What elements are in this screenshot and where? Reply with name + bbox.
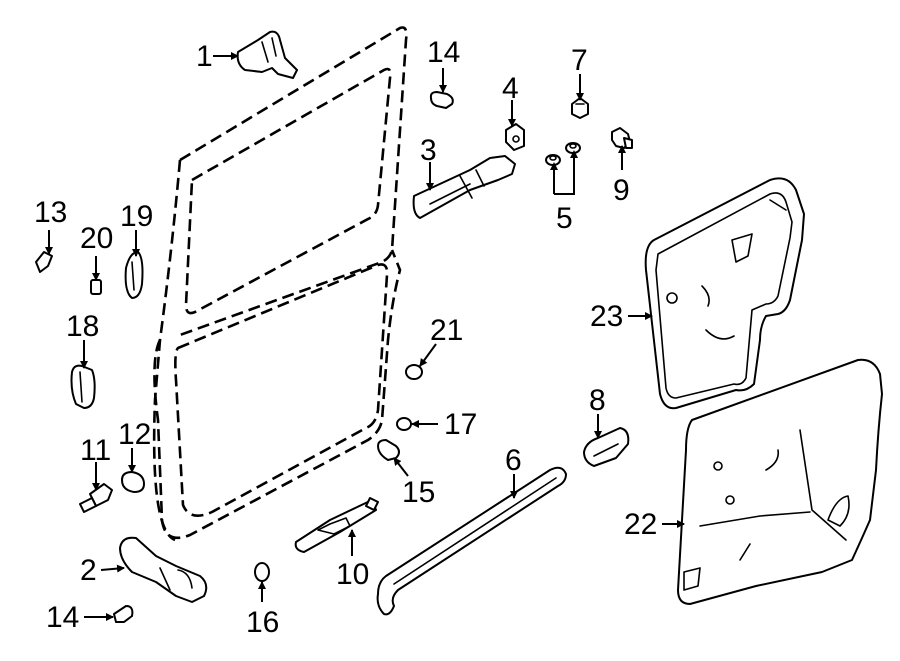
- callout-14-top: 14: [427, 36, 460, 69]
- callout-16: 16: [246, 606, 279, 639]
- callout-3: 3: [420, 134, 437, 167]
- part-13-clip: [35, 251, 53, 273]
- callout-10: 10: [336, 558, 369, 591]
- callout-18: 18: [66, 310, 99, 343]
- callout-5: 5: [556, 202, 573, 235]
- part-10-lower-bracket: [294, 497, 379, 553]
- callout-7: 7: [571, 44, 588, 77]
- part-11-bolt: [79, 483, 113, 513]
- callout-leaders: [45, 52, 685, 621]
- part-22-trim-panel: [677, 358, 883, 605]
- part-6-guide-rail: [376, 466, 567, 616]
- part-14-bumper-bottom: [113, 605, 134, 623]
- callout-9: 9: [613, 174, 630, 207]
- part-21-plug: [405, 364, 423, 380]
- callout-12: 12: [118, 418, 151, 451]
- part-2-lower-roller-arm: [119, 536, 208, 603]
- part-14-bumper-top: [429, 91, 454, 109]
- part-17-plug: [396, 417, 412, 431]
- callout-22: 22: [624, 508, 657, 541]
- part-23-trim-panel: [644, 177, 805, 410]
- part-8-cover: [583, 427, 630, 467]
- callout-17: 17: [444, 408, 477, 441]
- callout-20: 20: [80, 222, 113, 255]
- part-3-center-roller-arm: [412, 155, 516, 219]
- callout-6: 6: [505, 444, 522, 477]
- door-outline: [152, 26, 408, 542]
- part-12-bushing: [121, 471, 145, 493]
- callout-23: 23: [590, 300, 623, 333]
- part-16-plug: [254, 562, 270, 582]
- part-4-clip: [505, 123, 525, 151]
- part-15-bumper: [377, 439, 400, 461]
- callout-1: 1: [196, 40, 213, 73]
- callout-19: 19: [120, 200, 153, 233]
- callout-21: 21: [430, 314, 463, 347]
- callout-8: 8: [589, 384, 606, 417]
- callout-15: 15: [402, 476, 435, 509]
- part-20-cap: [90, 279, 102, 295]
- callout-13: 13: [34, 196, 67, 229]
- part-7-nut: [571, 97, 589, 119]
- part-18-handle: [70, 364, 96, 409]
- part-9-stud: [611, 127, 633, 149]
- callout-2: 2: [80, 554, 97, 587]
- part-1-upper-bracket: [236, 30, 298, 79]
- callout-11: 11: [80, 434, 111, 467]
- callout-labels: 1 2 3 4 5 6 7 8 9 10 11 12 13 14 14 15 1…: [34, 36, 657, 639]
- callout-4: 4: [502, 72, 519, 105]
- callout-14-bottom: 14: [46, 601, 79, 634]
- part-19-handle-cover: [124, 251, 144, 299]
